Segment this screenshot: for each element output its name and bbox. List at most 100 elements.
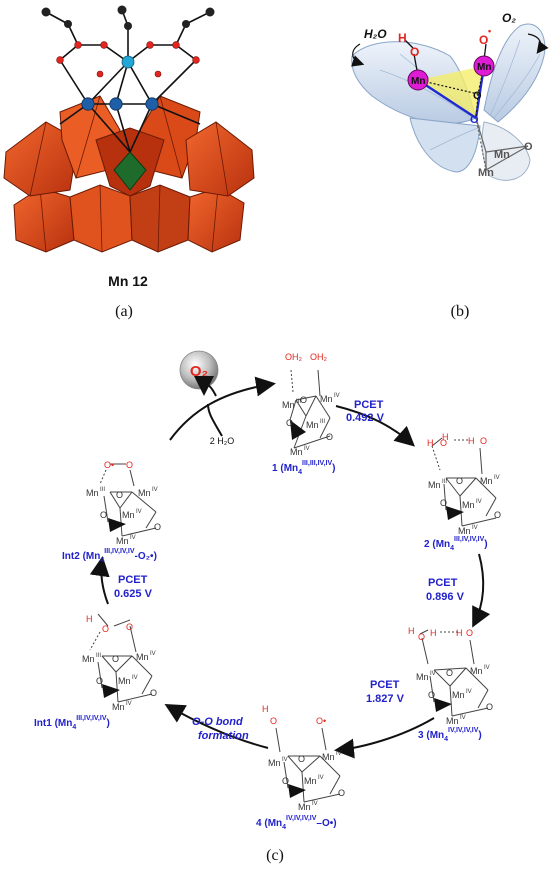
arrow-1-to-2 (335, 405, 415, 447)
state-int2-name: Mn (86, 551, 100, 562)
c1-mn-iv-b: Mn (290, 447, 303, 457)
step-3-4-value: 1.827 V (366, 693, 405, 705)
c1-mn-iv: Mn (320, 394, 333, 404)
butterfly-mn-grey-2: Mn (478, 167, 494, 179)
c4-mn-iv-d-ox: IV (312, 801, 318, 807)
butterfly-h: H (398, 31, 407, 45)
int1-o-right-b: O (150, 688, 157, 698)
arrow-o2-release (194, 375, 217, 397)
arrow-water-in (207, 403, 223, 437)
c4-mn-iv-d: Mn (298, 802, 311, 812)
arrow-3-to-4 (334, 717, 435, 759)
step-3-4-type: PCET (370, 679, 400, 691)
cluster-int2 (99, 463, 157, 537)
state-1-num: 1 (272, 463, 278, 474)
c3-mn-iv-c-ox: IV (466, 689, 472, 695)
state-int2-sup: III,IV,IV,IV (104, 548, 135, 555)
c1-o-right: O (326, 432, 333, 442)
c2-mn-iv-c: Mn (458, 526, 471, 536)
c4-o-radical: O• (316, 716, 326, 726)
panel-c-label: (c) (266, 847, 284, 864)
butterfly-oh-o: O (410, 45, 419, 59)
c1-mn-iv-ox: IV (334, 393, 340, 399)
c4-mn-iv-b-ox: IV (336, 751, 342, 757)
c3-o-right-b: O (486, 702, 493, 712)
arrow-4-to-int1 (164, 704, 269, 749)
int1-mn-iv: Mn (136, 652, 149, 662)
c4-o-left: O (270, 716, 277, 726)
cluster-2 (431, 437, 497, 527)
c3-mn-iv-a-ox: IV (430, 671, 436, 677)
state-3-sub: 4 (444, 736, 448, 743)
state-2-name: Mn (436, 539, 450, 550)
mn12-caption: Mn 12 (108, 273, 148, 289)
c2-mn-iv-ox: IV (494, 475, 500, 481)
state-1-sub: 4 (298, 469, 302, 476)
state-int2-tail: -O₂• (135, 551, 155, 562)
int1-o-left: O (102, 624, 109, 634)
butterfly-o-radical: O (479, 33, 488, 47)
c3-mn-iv-b: Mn (470, 666, 483, 676)
step-2-3-type: PCET (428, 577, 458, 589)
state-2-sup: III,IV,IV,IV (454, 536, 485, 543)
step-2-3-value: 0.896 V (426, 591, 465, 603)
state-int1-sub: 4 (72, 724, 76, 731)
butterfly-h2o: H₂O (364, 27, 387, 41)
state-1-sup: III,III,IV,IV (302, 460, 332, 467)
panel-a-label: (a) (115, 303, 133, 320)
c3-mn-iv-c: Mn (452, 690, 465, 700)
cluster-int1 (89, 613, 153, 703)
butterfly-illustration (350, 23, 549, 181)
c4-o-left-b: O (282, 776, 289, 786)
state-3-label: 3 (Mn4IV,IV,IV,IV) (418, 727, 482, 743)
c2-mn-iv-b: Mn (462, 500, 475, 510)
butterfly-o-lower: O (470, 114, 479, 126)
butterfly-mn-left: Mn (411, 76, 425, 87)
state-4-label: 4 (Mn4IV,IV,IV,IV–O•) (256, 815, 337, 831)
c2-o-right: O (480, 436, 487, 446)
c3-h-left: H (408, 626, 415, 636)
c4-mn-iv-c: Mn (304, 776, 317, 786)
int2-mn-iv-ox: IV (152, 487, 158, 493)
int1-mn-iii: Mn (82, 654, 95, 664)
c2-mn-iv-c-ox: IV (472, 525, 478, 531)
cluster-1 (289, 369, 331, 449)
c3-mn-iv-a: Mn (416, 672, 429, 682)
state-int2-num: Int2 (62, 551, 80, 562)
c3-o-right: O (466, 628, 473, 638)
int1-mn-iv-c: Mn (112, 702, 125, 712)
c2-mn-iv: Mn (480, 476, 493, 486)
c2-h-right: H (468, 436, 475, 446)
butterfly-radical-dot: • (488, 26, 491, 36)
cluster-4 (275, 727, 341, 803)
water-in-label: 2 H₂O (210, 436, 235, 446)
arrow-2-to-3 (472, 553, 491, 628)
state-int2-sub: 4 (100, 557, 104, 564)
cluster-3 (419, 629, 489, 717)
state-3-num: 3 (418, 730, 424, 741)
c3-o-top: O (446, 668, 453, 678)
c1-mn-iii-b: Mn (306, 420, 319, 430)
butterfly-mn-right: Mn (477, 62, 491, 73)
state-4-sub: 4 (282, 824, 286, 831)
c3-mn-iv-b-ox: IV (484, 665, 490, 671)
step-4-int1-line1: O-O bond (192, 716, 243, 728)
int1-mn-iv-b-ox: IV (132, 675, 138, 681)
c4-mn-iv-a-ox: IV (282, 757, 288, 763)
butterfly-o-grey: O (524, 141, 533, 153)
cycle-arrows (89, 375, 491, 759)
c2-mn-iii: Mn (428, 480, 441, 490)
arrow-int2-to-1 (169, 376, 276, 441)
arrow-int1-to-int2 (89, 556, 110, 605)
state-4-name: Mn (268, 818, 282, 829)
state-1-label: 1 (Mn4III,III,IV,IV) (272, 460, 335, 476)
int2-mn-iii-ox: III (100, 487, 105, 493)
int1-mn-iii-ox: III (96, 653, 101, 659)
c2-o-left: O (440, 438, 447, 448)
int2-o-top: O (116, 490, 123, 500)
c1-o-left: O (286, 418, 293, 428)
butterfly-mn-grey-1: Mn (494, 149, 510, 161)
butterfly-bridge-o: O (473, 90, 482, 102)
